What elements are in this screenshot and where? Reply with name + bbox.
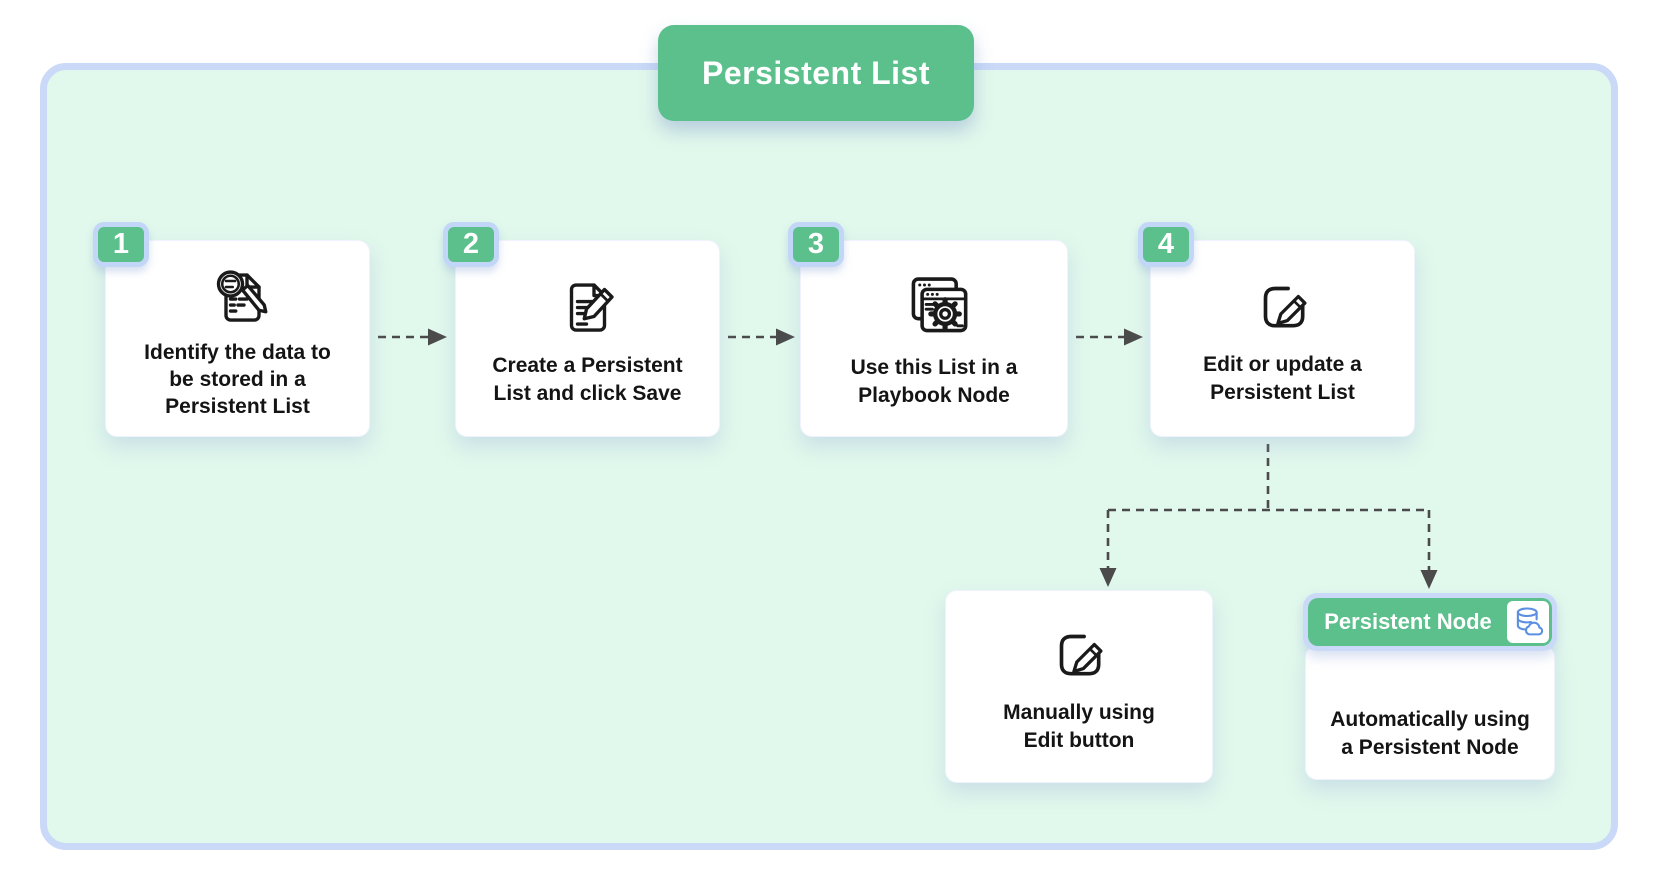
step-card-2: 2 Create a Persistent List and click Sav… (443, 222, 720, 437)
database-cloud-icon (1507, 601, 1549, 643)
step-number-badge: 2 (443, 222, 499, 267)
persistent-node-badge: Persistent Node (1303, 593, 1557, 651)
automatic-persistent-node-card: Automatically using a Persistent Node (1305, 645, 1555, 780)
branch-label: Automatically using a Persistent Node (1330, 708, 1530, 759)
step-card-3: 3 (788, 222, 1068, 437)
edit-document-icon (552, 270, 624, 342)
diagram-title-badge: Persistent List (658, 25, 974, 121)
step-label: Identify the data to be stored in a Pers… (144, 340, 331, 419)
playbook-window-icon (896, 268, 972, 344)
step-number: 2 (462, 228, 480, 260)
step-number-badge: 1 (93, 222, 149, 267)
step-label: Edit or update a Persistent List (1203, 353, 1362, 404)
step-number-badge: 4 (1138, 222, 1194, 267)
branch-label: Manually using Edit button (1003, 701, 1155, 752)
manual-edit-card: Manually using Edit button (945, 590, 1213, 783)
step-number: 3 (807, 228, 825, 260)
step-card-4: 4 Edit or update a Persistent List (1138, 222, 1415, 437)
edit-icon (1044, 619, 1114, 689)
edit-icon (1248, 271, 1318, 341)
step-label: Create a Persistent List and click Save (492, 354, 683, 405)
step-label: Use this List in a Playbook Node (850, 356, 1018, 407)
diagram-title: Persistent List (701, 54, 930, 91)
step-number: 4 (1157, 228, 1175, 260)
step-number: 1 (112, 228, 130, 260)
step-number-badge: 3 (788, 222, 844, 267)
search-document-icon (202, 257, 274, 329)
step-card-1: 1 Identify the data to be stored in a Pe… (93, 222, 370, 437)
persistent-node-badge-label: Persistent Node (1324, 609, 1492, 634)
